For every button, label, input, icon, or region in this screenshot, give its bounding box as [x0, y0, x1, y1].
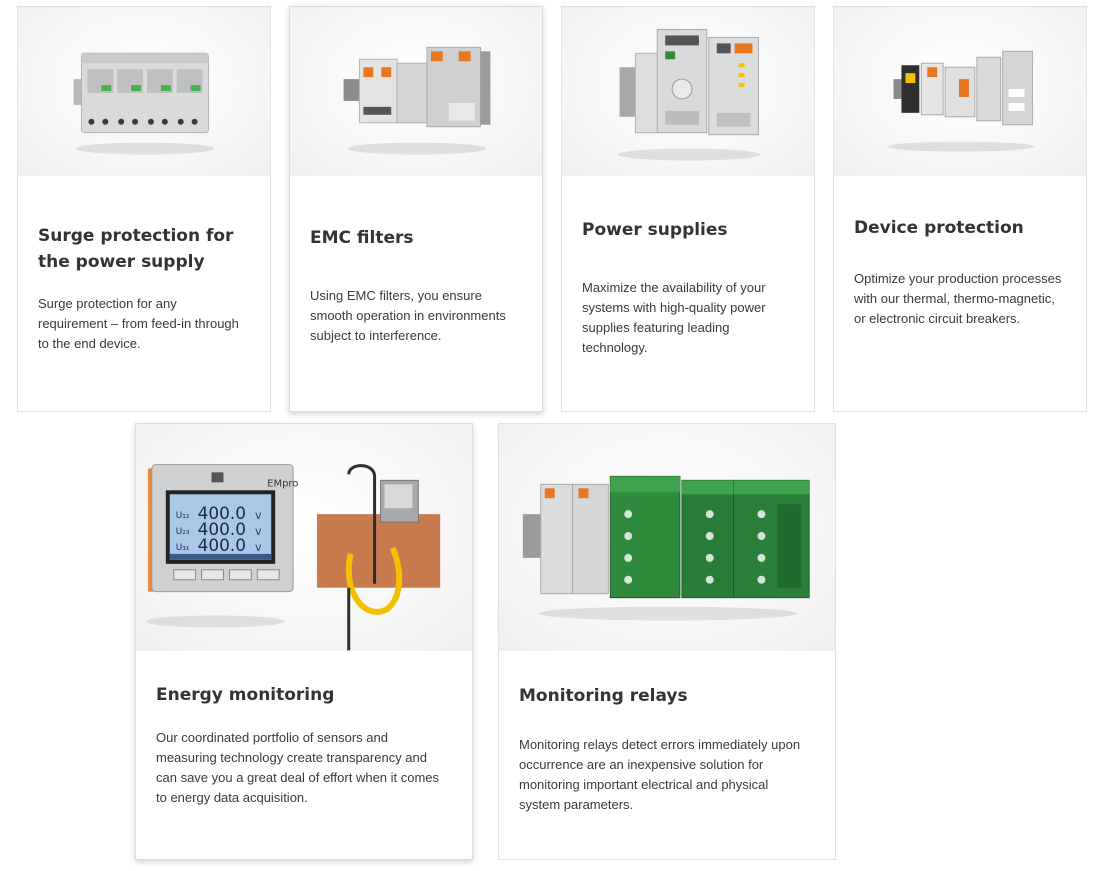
card-image	[499, 424, 835, 651]
phase-label-3: U₃₁	[176, 543, 190, 553]
circuit-breakers-image	[887, 50, 1035, 152]
card-image	[18, 7, 270, 176]
reading-unit-2: V	[255, 528, 262, 538]
reading-3: 400.0	[198, 535, 246, 555]
card-description: Monitoring relays detect errors immediat…	[519, 737, 801, 812]
monitoring-relay-modules-image	[522, 475, 810, 621]
phase-label-1: U₁₂	[176, 511, 190, 521]
card-image	[290, 7, 542, 176]
card-surge-protection[interactable]: Surge protection for the power supply Su…	[17, 6, 271, 412]
card-title: Energy monitoring	[156, 685, 335, 705]
card-image: EMpro U₁₂ 400.0 V U₂₃ 400.0 V U₃₁ 400.0 …	[136, 424, 472, 651]
card-description: Using EMC filters, you ensure smooth ope…	[310, 288, 506, 343]
card-monitoring-relays[interactable]: Monitoring relays Monitoring relays dete…	[498, 423, 836, 860]
energy-meter-and-current-sensor-image: EMpro U₁₂ 400.0 V U₂₃ 400.0 V U₃₁ 400.0 …	[145, 463, 441, 651]
card-emc-filters[interactable]: EMC filters Using EMC filters, you ensur…	[289, 6, 543, 412]
card-title: EMC filters	[310, 228, 414, 248]
power-supply-units-image	[617, 28, 761, 161]
emc-filter-modules-image	[343, 46, 491, 155]
reading-2: 400.0	[198, 519, 246, 539]
device-brand-label: EMpro	[267, 478, 298, 489]
reading-unit-3: V	[255, 544, 262, 554]
phase-label-2: U₂₃	[176, 527, 190, 537]
card-description: Our coordinated portfolio of sensors and…	[156, 730, 440, 805]
card-description: Optimize your production processes with …	[854, 271, 1062, 326]
card-power-supplies[interactable]: Power supplies Maximize the availability…	[561, 6, 815, 412]
reading-1: 400.0	[198, 503, 246, 523]
card-title: Surge protection for the power supply	[38, 226, 234, 272]
card-image	[834, 7, 1086, 176]
card-description: Surge protection for any requirement – f…	[38, 296, 239, 351]
card-image	[562, 7, 814, 176]
card-energy-monitoring[interactable]: EMpro U₁₂ 400.0 V U₂₃ 400.0 V U₃₁ 400.0 …	[135, 423, 473, 860]
card-title: Monitoring relays	[519, 686, 688, 706]
card-device-protection[interactable]: Device protection Optimize your producti…	[833, 6, 1087, 412]
reading-unit-1: V	[255, 512, 262, 522]
card-description: Maximize the availability of your system…	[582, 280, 766, 355]
surge-protection-device-image	[73, 52, 215, 155]
card-title: Device protection	[854, 218, 1024, 238]
card-title: Power supplies	[582, 220, 728, 240]
